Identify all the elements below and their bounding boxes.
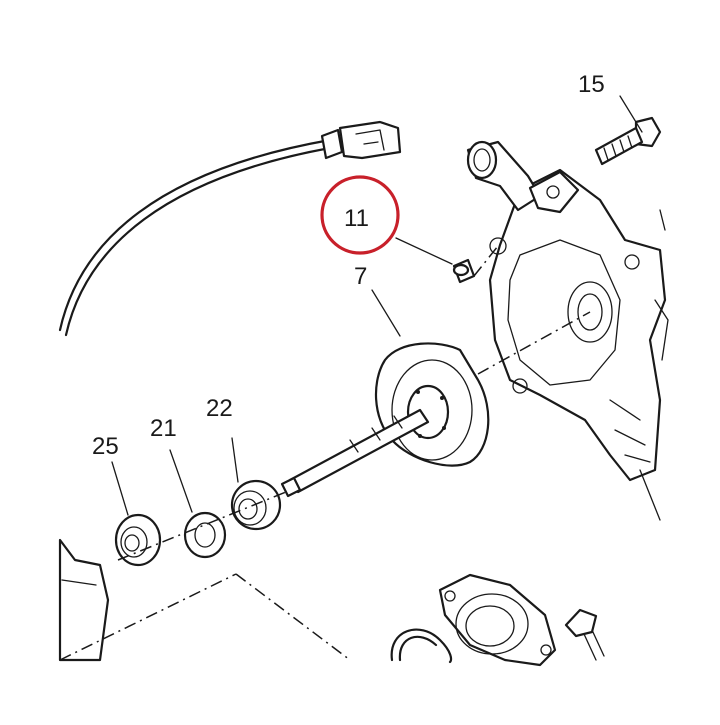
sensor-cable (58, 120, 402, 337)
bearing-22 (230, 437, 282, 531)
pump-cover (438, 573, 557, 667)
part-label-22: 22 (206, 395, 233, 422)
o-ring (390, 628, 453, 664)
pump-housing (466, 140, 669, 521)
assembly-axis-lines (59, 245, 591, 661)
part-label-25: 25 (92, 433, 119, 460)
bolt-15 (594, 95, 662, 166)
highlight-circle (320, 175, 400, 255)
dowel-pin-11 (395, 237, 476, 284)
part-label-7: 7 (354, 263, 367, 290)
engine-case-fragment (58, 538, 110, 662)
impeller-7 (280, 289, 490, 498)
part-label-11: 11 (344, 205, 369, 232)
screw (564, 608, 605, 661)
part-label-21: 21 (150, 415, 177, 442)
part-label-15: 15 (578, 71, 605, 98)
washer-21 (169, 449, 227, 559)
seal-25 (111, 461, 162, 567)
